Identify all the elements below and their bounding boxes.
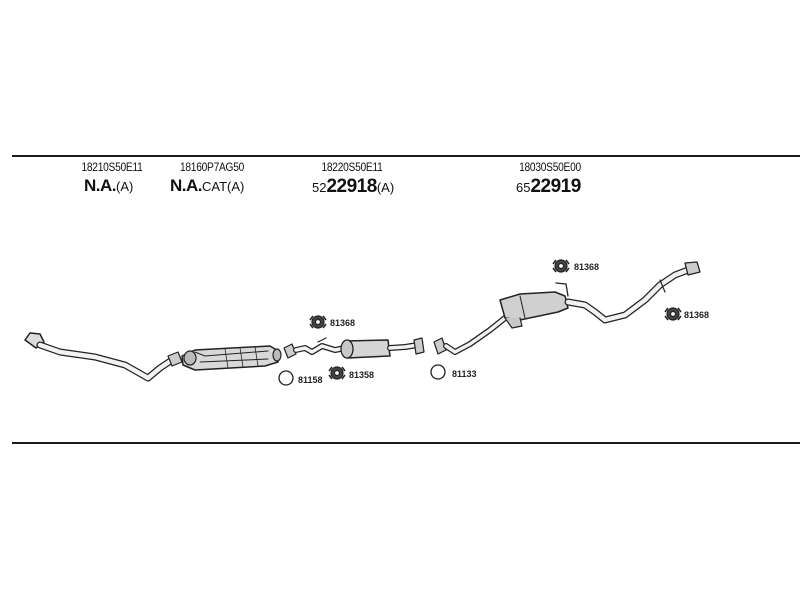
front-pipe	[24, 332, 183, 382]
part-label-1: 18210S50E11 N.A.(A)	[62, 160, 162, 196]
part-number: 18160P7AG50	[179, 160, 245, 174]
rear-muffler-pipe	[433, 261, 701, 355]
callout-label: 81358	[349, 370, 374, 380]
middle-pipe	[283, 337, 425, 359]
catalytic-converter	[181, 345, 282, 371]
part-code: N.A.CAT(A)	[170, 176, 245, 195]
part-code: N.A.(A)	[84, 176, 134, 195]
gasket-ring-icon	[430, 364, 446, 380]
part-number: 18220S50E11	[321, 160, 383, 174]
part-code: 5222918(A)	[312, 176, 395, 197]
part-label-2: 18160P7AG50 N.A.CAT(A)	[160, 160, 264, 196]
part-label-4: 18030S50E00 6522919	[498, 160, 602, 198]
part-label-3: 18220S50E11 5222918(A)	[300, 160, 404, 198]
gasket-ring-icon	[278, 370, 294, 386]
hanger-icon	[664, 307, 682, 321]
hanger-icon	[309, 315, 327, 329]
callout-label: 81158	[298, 375, 323, 385]
callout-label: 81133	[452, 369, 477, 379]
part-number: 18030S50E00	[519, 160, 581, 174]
part-number: 18210S50E11	[81, 160, 143, 174]
callout-label: 81368	[574, 262, 599, 272]
hanger-icon	[552, 259, 570, 273]
top-rule	[12, 155, 800, 157]
hangers	[309, 259, 682, 380]
gaskets	[278, 364, 446, 386]
part-code: 6522919	[516, 176, 581, 197]
callout-label: 81368	[330, 318, 355, 328]
bottom-rule	[12, 442, 800, 444]
hanger-icon	[328, 366, 346, 380]
callout-label: 81368	[684, 310, 709, 320]
